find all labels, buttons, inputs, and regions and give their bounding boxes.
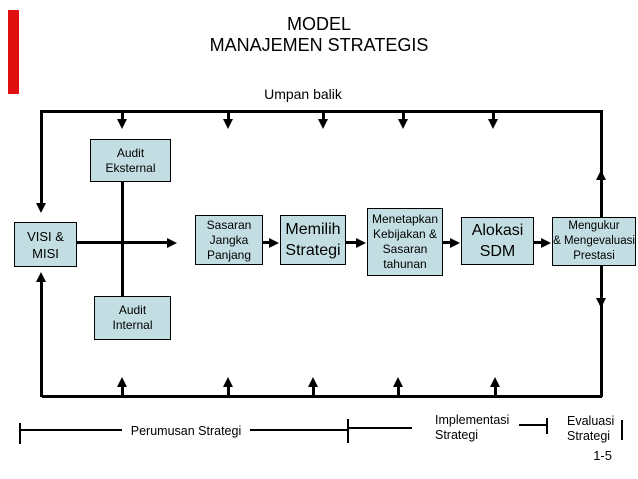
top-stub-2 xyxy=(227,111,230,120)
phase-tick-left xyxy=(19,423,21,444)
top-stub-1 xyxy=(121,111,124,120)
box-audit-internal: Audit Internal xyxy=(94,296,171,340)
title-line-2: MANAJEMEN STRATEGIS xyxy=(209,35,429,55)
box-sasaran-jangka-panjang: Sasaran Jangka Panjang xyxy=(195,215,263,265)
flow-line-alokasi-mengukur xyxy=(533,241,542,244)
top-stub-3 xyxy=(322,111,325,120)
phase-tick-mid-2 xyxy=(546,418,548,434)
feedback-right-lower-line xyxy=(600,265,603,397)
top-stub-4 xyxy=(402,111,405,120)
audit-connector-line xyxy=(121,181,124,296)
feedback-label: Umpan balik xyxy=(264,86,342,102)
feedback-bottom-line xyxy=(42,395,602,398)
top-stub-5 xyxy=(492,111,495,120)
box-audit-eksternal: Audit Eksternal xyxy=(90,139,171,182)
arrow-down-to-visi xyxy=(36,203,46,213)
bottom-stub-4 xyxy=(397,386,400,396)
box-memilih-strategi: Memilih Strategi xyxy=(280,215,346,265)
page-number: 1-5 xyxy=(593,448,612,463)
phase-label-perumusan: Perumusan Strategi xyxy=(130,424,242,438)
flow-line-menetapkan-alokasi xyxy=(442,241,451,244)
arrow-down-icon xyxy=(596,298,606,308)
arrow-up-to-visi xyxy=(36,272,46,282)
arrow-down-icon xyxy=(117,119,127,129)
box-menetapkan-kebijakan: Menetapkan Kebijakan & Sasaran tahunan xyxy=(367,208,443,276)
arrow-up-icon xyxy=(393,377,403,387)
arrow-right-icon xyxy=(541,238,551,248)
phase-label-evaluasi: Evaluasi Strategi xyxy=(567,414,615,443)
arrow-up-icon xyxy=(223,377,233,387)
feedback-left-top-line xyxy=(40,110,43,204)
feedback-right-upper-line xyxy=(600,110,603,217)
phase-tick-right xyxy=(621,420,623,440)
bottom-stub-3 xyxy=(312,386,315,396)
phase-label-implementasi: Implementasi Strategi xyxy=(435,413,510,442)
arrow-right-icon xyxy=(269,238,279,248)
slide-title: MODEL MANAJEMEN STRATEGIS xyxy=(0,14,638,56)
box-mengukur-prestasi: Mengukur & Mengevaluasi Prestasi xyxy=(552,217,636,266)
box-alokasi-sdm: Alokasi SDM xyxy=(461,217,534,265)
red-accent-bar xyxy=(8,10,19,94)
flow-line-sasaran-memilih xyxy=(262,241,270,244)
implementasi-line-left xyxy=(349,427,412,429)
arrow-down-icon xyxy=(488,119,498,129)
arrow-down-icon xyxy=(318,119,328,129)
arrow-right-icon xyxy=(356,238,366,248)
bottom-stub-5 xyxy=(494,386,497,396)
arrow-up-icon xyxy=(490,377,500,387)
box-visi-misi: VISI & MISI xyxy=(14,222,77,267)
perumusan-line-left xyxy=(20,429,122,431)
arrow-right-icon xyxy=(167,238,177,248)
arrow-up-icon xyxy=(117,377,127,387)
arrow-up-icon xyxy=(308,377,318,387)
phase-tick-mid-1 xyxy=(347,419,349,443)
feedback-left-bottom-line xyxy=(40,282,43,397)
arrow-down-icon xyxy=(398,119,408,129)
flow-line-visi-sasaran xyxy=(76,241,168,244)
arrow-right-icon xyxy=(450,238,460,248)
arrow-up-icon xyxy=(596,170,606,180)
bottom-stub-1 xyxy=(121,386,124,396)
perumusan-line-right xyxy=(250,429,347,431)
title-line-1: MODEL xyxy=(286,14,351,34)
bottom-stub-2 xyxy=(227,386,230,396)
implementasi-line-right xyxy=(519,424,546,426)
flow-line-memilih-menetapkan xyxy=(345,241,357,244)
arrow-down-icon xyxy=(223,119,233,129)
